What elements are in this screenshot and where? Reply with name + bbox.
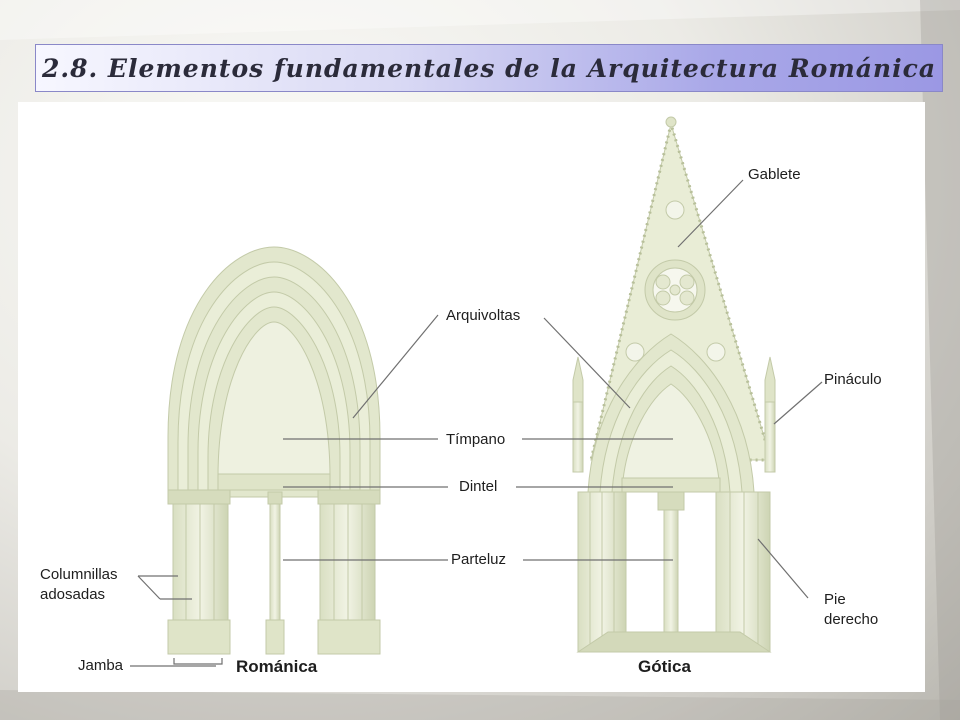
label-pinaculo: Pináculo xyxy=(824,371,882,388)
label-pie-line1: Pie xyxy=(824,591,846,608)
gothic-portal xyxy=(572,116,776,653)
label-parteluz: Parteluz xyxy=(451,551,506,568)
architecture-diagram: Gablete Arquivoltas Pináculo Tímpano Din… xyxy=(18,102,925,692)
slide-title-bar: 2.8. Elementos fundamentales de la Arqui… xyxy=(35,44,943,92)
slide-title: 2.8. Elementos fundamentales de la Arqui… xyxy=(42,53,937,83)
portal-comparison-illustration: Gablete Arquivoltas Pináculo Tímpano Din… xyxy=(40,116,882,676)
caption-romanica: Románica xyxy=(236,657,318,676)
leader-lines xyxy=(130,179,823,667)
label-jamba: Jamba xyxy=(78,657,124,674)
label-pie-line2: derecho xyxy=(824,611,878,628)
label-timpano: Tímpano xyxy=(446,431,505,448)
label-columnillas-line2: adosadas xyxy=(40,586,105,603)
romanesque-portal xyxy=(167,246,381,655)
label-columnillas-line1: Columnillas xyxy=(40,566,118,583)
label-dintel: Dintel xyxy=(459,478,497,495)
caption-gotica: Gótica xyxy=(638,657,691,676)
label-arquivoltas: Arquivoltas xyxy=(446,307,520,324)
label-gablete: Gablete xyxy=(748,166,801,183)
